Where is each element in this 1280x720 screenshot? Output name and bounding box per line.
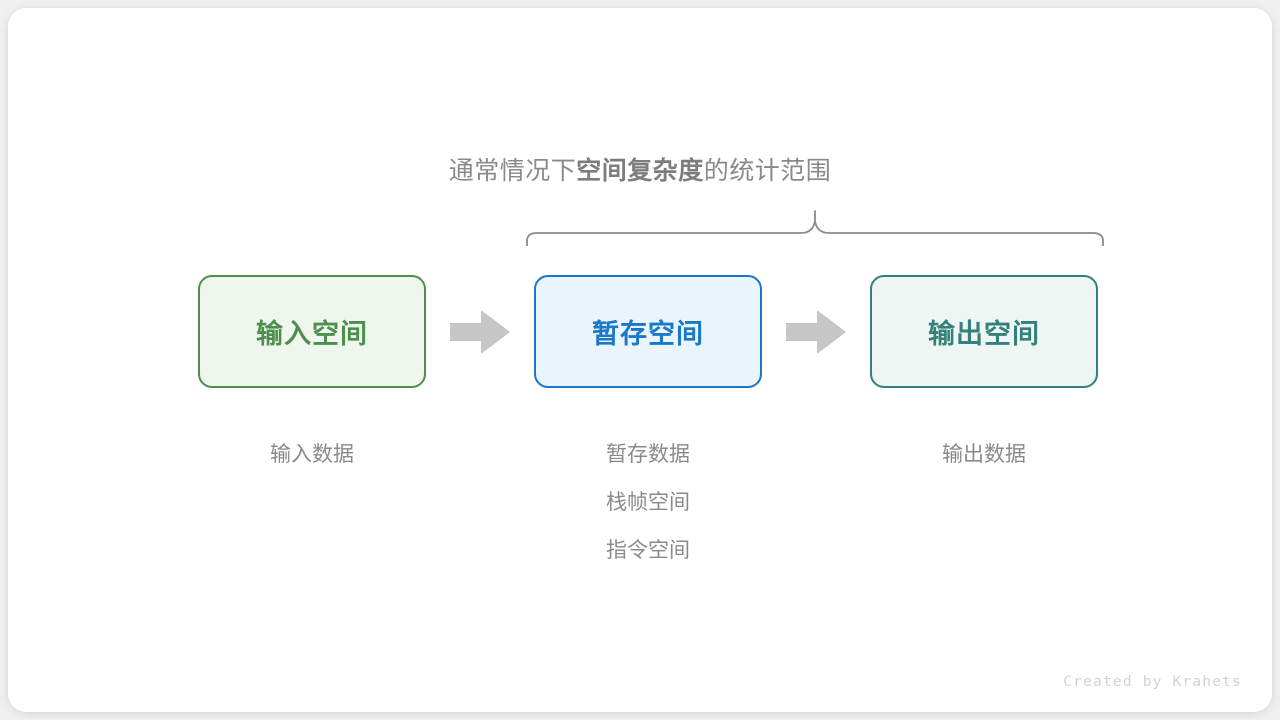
arrow-right-icon (786, 310, 846, 354)
curly-brace-icon (526, 210, 1104, 247)
caption-input: 输入数据 (162, 431, 462, 479)
brace-caption-suffix: 的统计范围 (703, 157, 832, 185)
caption-temp: 暂存数据 栈帧空间 指令空间 (498, 431, 798, 575)
caption-temp-line-2: 栈帧空间 (606, 491, 690, 514)
brace-caption-emphasis: 空间复杂度 (576, 157, 704, 185)
arrow-right-icon-1 (450, 310, 510, 354)
caption-input-line-1: 输入数据 (270, 443, 354, 466)
arrow-right-icon-2 (786, 310, 846, 354)
diagram-canvas: 通常情况下空间复杂度的统计范围 输入空间 暂存空间 输出空间 输入数据 暂存数据… (8, 8, 1272, 712)
box-temp-space[interactable]: 暂存空间 (534, 275, 762, 388)
caption-output-line-1: 输出数据 (942, 443, 1026, 466)
caption-output: 输出数据 (834, 431, 1134, 479)
caption-temp-line-1: 暂存数据 (606, 443, 690, 466)
brace-caption-prefix: 通常情况下 (448, 157, 577, 185)
box-temp-space-label: 暂存空间 (592, 319, 704, 349)
box-output-space[interactable]: 输出空间 (870, 275, 1098, 388)
box-input-space-label: 输入空间 (256, 319, 368, 349)
arrow-right-icon (450, 310, 510, 354)
footer-credit: Created by Krahets (1063, 674, 1242, 690)
box-input-space[interactable]: 输入空间 (198, 275, 426, 388)
curly-brace (525, 201, 1105, 247)
caption-temp-line-3: 指令空间 (606, 539, 690, 562)
brace-caption: 通常情况下空间复杂度的统计范围 (8, 151, 1272, 187)
box-output-space-label: 输出空间 (928, 319, 1040, 349)
